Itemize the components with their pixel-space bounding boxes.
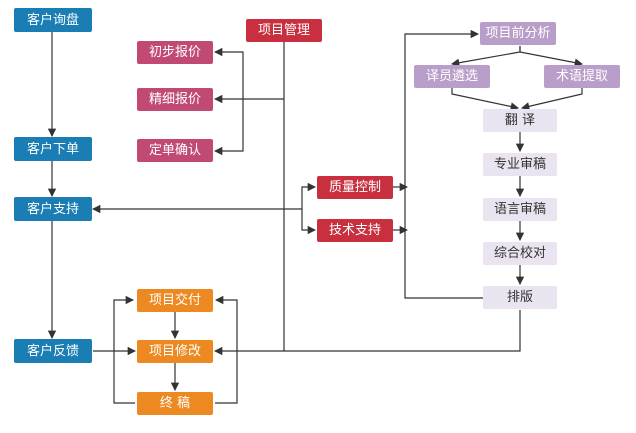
translate-node: 翻 译 — [483, 109, 557, 132]
arrow-analysis-to-term — [519, 46, 584, 67]
proofread-node: 综合校对 — [483, 242, 557, 265]
order-confirm-node: 定单确认 — [137, 139, 213, 162]
quality-control-node: 质量控制 — [317, 176, 393, 199]
project-management-node: 项目管理 — [246, 19, 322, 42]
project-deliver-node: 项目交付 — [137, 289, 213, 312]
client-support-node: 客户支持 — [14, 197, 92, 221]
arrow-translator-to-translate — [451, 87, 520, 111]
quote-preliminary-node: 初步报价 — [137, 41, 213, 64]
project-revise-node: 项目修改 — [137, 340, 213, 363]
arrow-analysis-to-translator — [450, 46, 521, 67]
quote-detailed-node: 精细报价 — [137, 88, 213, 111]
lang-review-node: 语言审稿 — [483, 198, 557, 221]
branch-to-tech — [301, 209, 317, 235]
tech-support-node: 技术支持 — [317, 219, 393, 242]
branch-to-quality — [301, 182, 317, 209]
loop-right — [214, 295, 238, 404]
arrow-typeset-to-revise — [213, 310, 521, 356]
client-inquiry-node: 客户询盘 — [14, 8, 92, 32]
pro-review-node: 专业审稿 — [483, 153, 557, 176]
client-feedback-node: 客户反馈 — [14, 339, 92, 363]
quote-bracket — [213, 47, 244, 99]
typeset-node: 排版 — [483, 286, 557, 309]
final-draft-node: 终 稿 — [137, 392, 213, 415]
term-extract-node: 术语提取 — [544, 65, 620, 88]
project-analysis-node: 项目前分析 — [480, 22, 556, 45]
quote-bracket-lower — [213, 99, 244, 156]
client-order-node: 客户下单 — [14, 137, 92, 161]
translator-select-node: 译员遴选 — [414, 65, 490, 88]
arrow-term-to-translate — [520, 87, 583, 111]
loop-left — [113, 295, 135, 404]
arrow-typeset-loop-to-analysis — [404, 29, 483, 299]
